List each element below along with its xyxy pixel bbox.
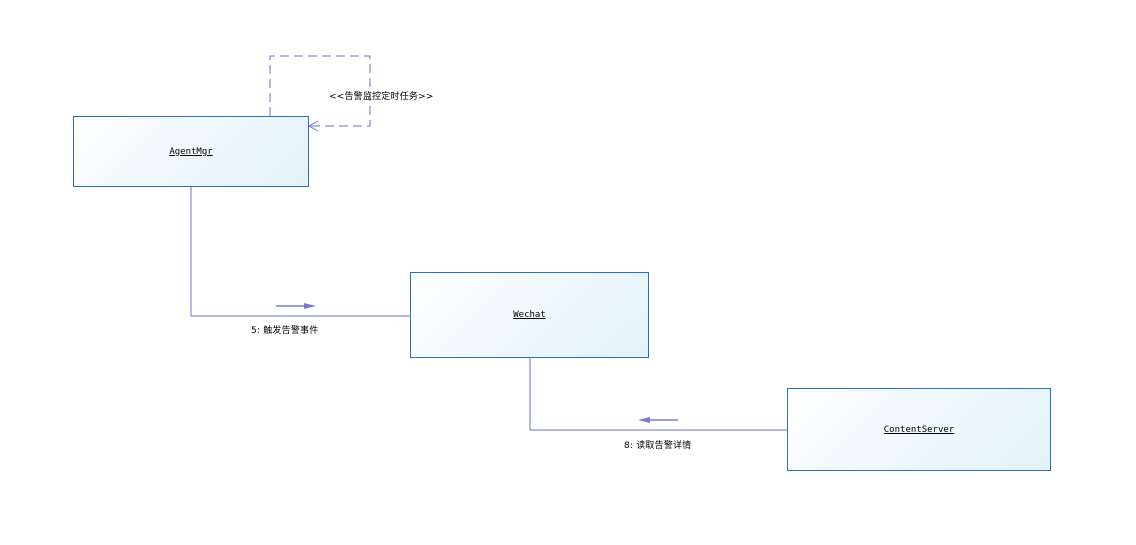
object-contentserver-label: ContentServer [883, 424, 955, 435]
self-call-link [269, 55, 371, 127]
message-8-arrowhead [638, 417, 650, 423]
object-wechat-label: Wechat [513, 310, 546, 320]
object-agentmgr-label: AgentMgr [169, 146, 213, 157]
object-wechat[interactable]: Wechat [410, 272, 649, 358]
object-contentserver[interactable]: ContentServer [787, 388, 1051, 471]
object-agentmgr[interactable]: AgentMgr [73, 116, 309, 187]
message-5-arrowhead [304, 303, 316, 309]
link-agentmgr-wechat [190, 187, 410, 317]
link-wechat-contentserver [529, 358, 787, 431]
self-call-message-label: <<告警监控定时任务>> [329, 92, 434, 102]
message-5-label: 5: 触发告警事件 [251, 326, 319, 336]
message-8-label: 8: 读取告警详情 [624, 441, 692, 451]
self-call-arrowhead [307, 120, 319, 132]
